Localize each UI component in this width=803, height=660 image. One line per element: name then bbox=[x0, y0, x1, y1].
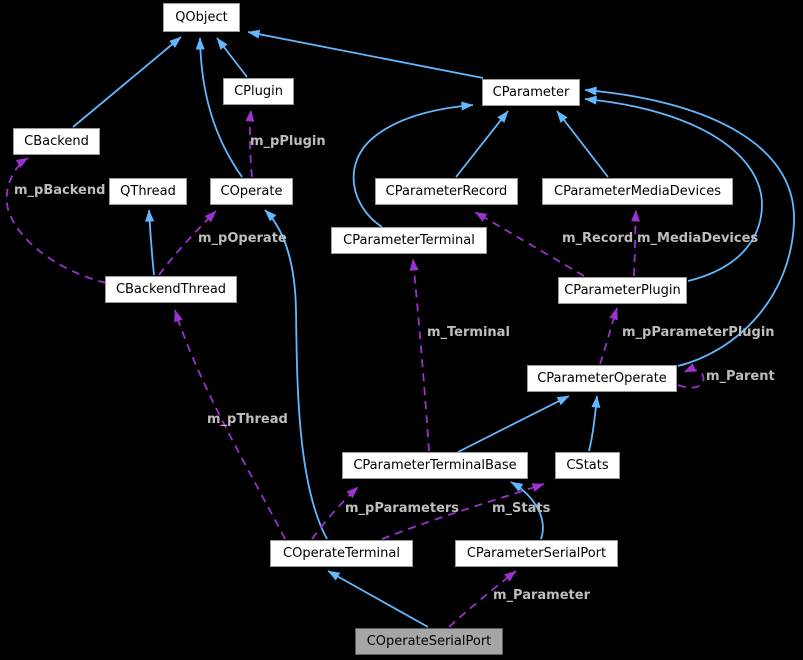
node-cparameterplugin[interactable]: CParameterPlugin bbox=[558, 277, 687, 304]
edge-m-parent-selfloop bbox=[677, 363, 705, 389]
node-cplugin[interactable]: CPlugin bbox=[223, 78, 294, 105]
edge-cparameterterminal-to-cparameter bbox=[352, 101, 474, 228]
edge-label-m-pparameterplugin: m_pParameterPlugin bbox=[622, 325, 775, 340]
node-qthread[interactable]: QThread bbox=[109, 178, 187, 205]
edge-label-m-pbackend: m_pBackend bbox=[14, 183, 106, 198]
node-cparameterterminal[interactable]: CParameterTerminal bbox=[331, 227, 487, 254]
edge-cparameterrecord-to-cparameter bbox=[455, 110, 509, 178]
node-cparametermediadevices[interactable]: CParameterMediaDevices bbox=[542, 178, 733, 205]
edge-coperateterminal-to-coperate bbox=[264, 209, 328, 540]
node-coperate[interactable]: COperate bbox=[210, 178, 293, 205]
node-cparameter[interactable]: CParameter bbox=[482, 79, 580, 106]
edge-m-record bbox=[474, 211, 585, 277]
edge-m-pparameterplugin bbox=[599, 307, 618, 365]
node-cparameteroperate[interactable]: CParameterOperate bbox=[527, 365, 677, 392]
edge-label-m-pparameters: m_pParameters bbox=[345, 501, 460, 516]
node-cparameterterminalbase[interactable]: CParameterTerminalBase bbox=[342, 452, 528, 479]
edge-label-m-parent: m_Parent bbox=[706, 369, 775, 384]
edge-m-pplugin bbox=[245, 109, 255, 178]
edge-m-terminal bbox=[409, 258, 430, 452]
edge-cparameterplugin-to-cparameter bbox=[584, 95, 763, 282]
edge-m-mediadevices bbox=[630, 209, 640, 277]
edge-label-m-parameter: m_Parameter bbox=[493, 588, 590, 603]
node-qobject[interactable]: QObject bbox=[163, 3, 240, 32]
node-coperateterminal[interactable]: COperateTerminal bbox=[270, 540, 413, 567]
edge-m-pbackend bbox=[5, 157, 107, 284]
edge-label-m-pplugin: m_pPlugin bbox=[250, 134, 326, 149]
edge-label-m-record: m_Record bbox=[562, 231, 634, 246]
node-coperateserialport: COperateSerialPort bbox=[355, 628, 503, 655]
node-cstats[interactable]: CStats bbox=[555, 452, 620, 479]
edge-cstats-to-cparameteroperate bbox=[588, 395, 601, 452]
edge-cbackendthread-to-qthread bbox=[145, 209, 155, 276]
node-cbackendthread[interactable]: CBackendThread bbox=[105, 276, 237, 303]
edge-cparameterserialport-to-cparameterterminalbase bbox=[510, 481, 544, 540]
edge-m-pparameters bbox=[311, 486, 359, 540]
edge-m-parameter bbox=[448, 570, 517, 628]
edge-cparameteroperate-to-cparameter bbox=[584, 86, 795, 367]
edge-coperateserialport-to-coperateterminal bbox=[327, 570, 429, 628]
edge-cbackend-to-qobject bbox=[72, 36, 182, 128]
edge-label-m-terminal: m_Terminal bbox=[427, 325, 510, 340]
edge-cplugin-to-qobject bbox=[216, 37, 248, 78]
edge-label-m-mediadevices: m_MediaDevices bbox=[637, 231, 759, 246]
node-cbackend[interactable]: CBackend bbox=[13, 128, 100, 155]
edge-label-m-stats: m_Stats bbox=[492, 501, 551, 516]
edge-cparameter-to-qobject bbox=[247, 29, 484, 79]
node-cparameterserialport[interactable]: CParameterSerialPort bbox=[455, 540, 618, 567]
edge-label-m-poperate: m_pOperate bbox=[198, 231, 287, 246]
edge-cparametermediadevices-to-cparameter bbox=[556, 110, 609, 178]
edge-coperate-to-qobject bbox=[195, 37, 243, 178]
node-cparameterrecord[interactable]: CParameterRecord bbox=[375, 178, 518, 205]
edge-m-stats bbox=[381, 483, 545, 540]
edge-m-poperate bbox=[158, 210, 217, 276]
edge-cparameterterminalbase-to-cparameteroperate bbox=[457, 395, 570, 453]
edge-label-m-pthread: m_pThread bbox=[207, 412, 288, 427]
